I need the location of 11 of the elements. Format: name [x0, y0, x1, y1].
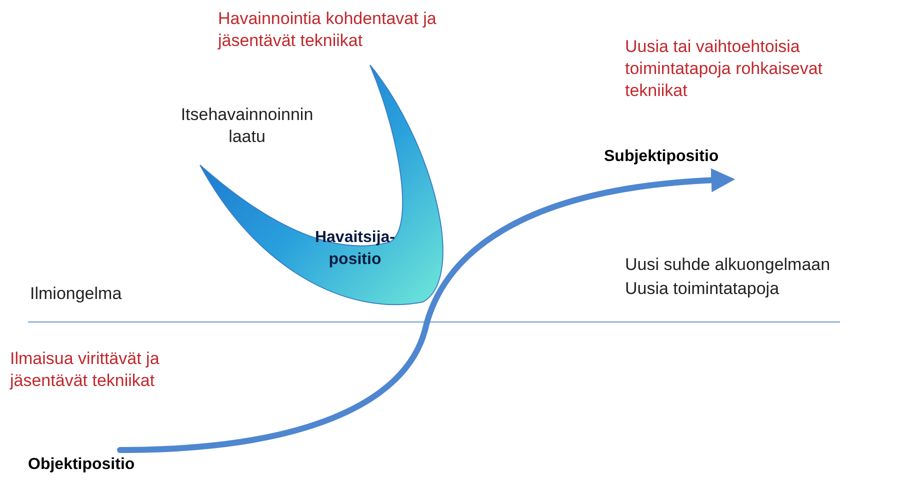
annotation-text: Uusi suhde alkuongelmaan: [625, 254, 832, 276]
technique-note: Havainnointia kohdentavat ja jäsentävät tekniikat: [218, 8, 438, 52]
annotation-text: Itsehavainnoinnin laatu: [180, 104, 314, 148]
position-label: Subjektipositio: [604, 146, 730, 170]
annotation-text: Ilmiongelma: [30, 283, 123, 305]
technique-note: Uusia tai vaihtoehtoisia toimintatapoja rohkaisevat tekniikat: [625, 36, 824, 102]
technique-note: Ilmaisua virittävät ja jäsentävät tekniikat: [10, 348, 160, 392]
node-label: Havaitsija-positio: [314, 228, 396, 270]
curved-arrow: [117, 168, 736, 453]
position-label: Objektipositio: [28, 454, 154, 478]
annotation-text: Uusia toimintatapoja: [625, 278, 780, 300]
